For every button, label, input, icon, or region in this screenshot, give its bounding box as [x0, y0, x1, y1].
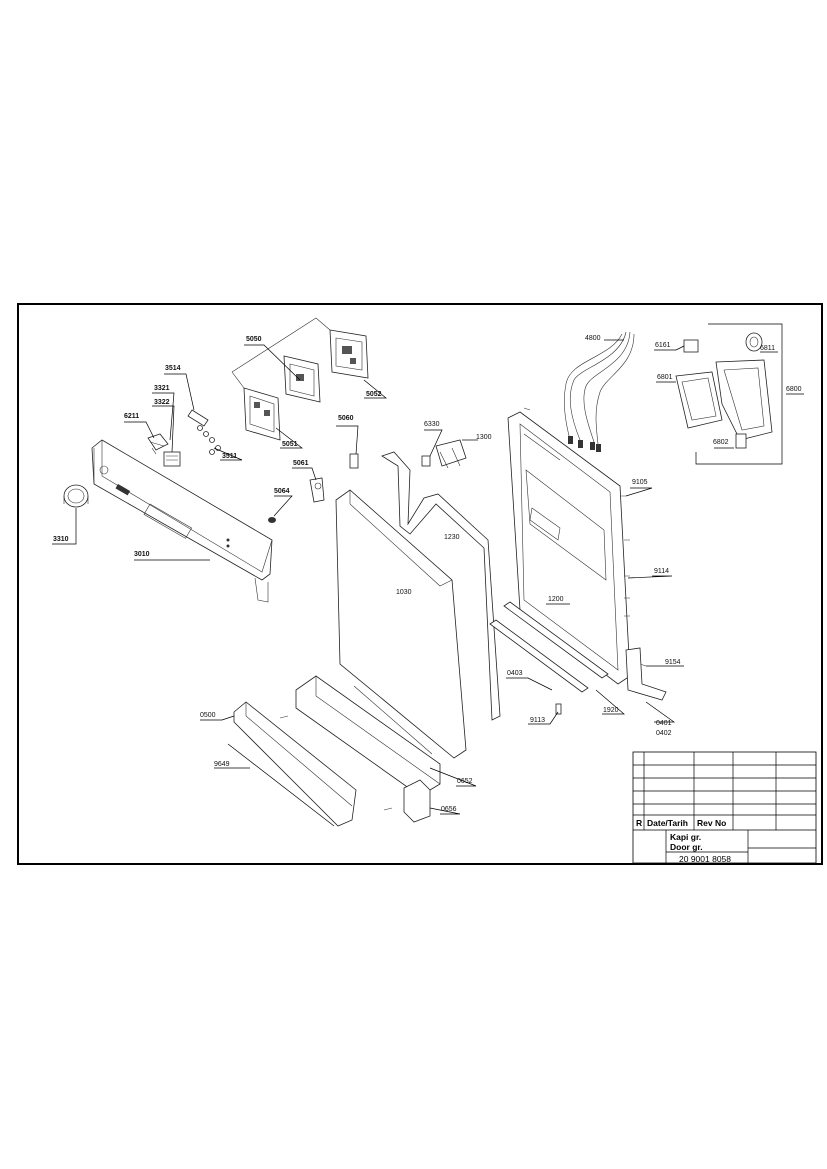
label-6800: 6800: [786, 386, 802, 393]
label-9113: 9113: [530, 717, 545, 724]
knob-3310: [63, 484, 89, 508]
label-0500: 0500: [200, 712, 216, 719]
label-5060: 5060: [338, 415, 354, 422]
label-1200: 1200: [548, 596, 564, 603]
seal-9649: [227, 743, 335, 827]
label-9105: 9105: [632, 479, 648, 486]
label-4800: 4800: [585, 335, 601, 342]
date-column-label: Date/Tarih: [647, 818, 688, 828]
kickplate-0500: [233, 701, 357, 827]
gasket-1230: [381, 451, 501, 721]
document-number: 20 9001 8058: [679, 854, 731, 864]
label-6211: 6211: [124, 413, 139, 420]
group-name-tr: Kapi gr.: [670, 832, 701, 842]
control-panel-3010: [91, 439, 273, 603]
label-6801: 6801: [657, 374, 673, 381]
label-5051: 5051: [282, 441, 298, 448]
label-6811: 6811: [760, 345, 775, 352]
label-6330: 6330: [424, 421, 440, 428]
label-1300: 1300: [476, 434, 492, 441]
label-0402: 0402: [656, 730, 672, 737]
dispenser-6800: [675, 323, 783, 465]
label-0401: 0401: [656, 720, 672, 727]
wiring-harness-4800: [564, 331, 635, 452]
label-5064: 5064: [274, 488, 290, 495]
label-5052: 5052: [366, 391, 382, 398]
label-9114: 9114: [654, 568, 669, 575]
label-3321: 3321: [154, 385, 170, 392]
drawing-border: [17, 303, 823, 865]
small-parts-506x: [268, 453, 359, 523]
label-5061: 5061: [293, 460, 309, 467]
bottom-profile-0652: [295, 675, 441, 797]
rails: [489, 601, 609, 715]
bracket-1300: [421, 439, 467, 469]
label-9154: 9154: [665, 659, 681, 666]
label-3322: 3322: [154, 399, 170, 406]
label-1030: 1030: [396, 589, 412, 596]
hinge-0401: [625, 647, 667, 701]
label-9649: 9649: [214, 761, 230, 768]
label-0403: 0403: [507, 670, 523, 677]
title-block: R Date/Tarih Rev No Kapi gr. Door gr. 20…: [632, 751, 817, 864]
label-3514: 3514: [165, 365, 181, 372]
label-0656: 0656: [441, 806, 457, 813]
revision-r: R: [636, 818, 642, 828]
electronic-modules-5050: [231, 317, 369, 441]
part-labels: 5050 5052 5051 5060 5061 5064 3514 3321 …: [53, 335, 802, 813]
switch-parts: [147, 409, 221, 467]
label-3310: 3310: [53, 536, 69, 543]
label-6161: 6161: [655, 342, 671, 349]
label-3511: 3511: [222, 453, 237, 460]
rev-column-label: Rev No: [697, 818, 726, 828]
label-1920: 1920: [603, 707, 619, 714]
door-panel-1030: [335, 489, 467, 759]
group-name-en: Door gr.: [670, 842, 703, 852]
label-0652: 0652: [457, 778, 473, 785]
label-6802: 6802: [713, 439, 729, 446]
label-1230: 1230: [444, 534, 460, 541]
label-5050: 5050: [246, 336, 262, 343]
block-0656: [403, 779, 431, 823]
label-3010: 3010: [134, 551, 150, 558]
leader-lines: [52, 339, 804, 815]
